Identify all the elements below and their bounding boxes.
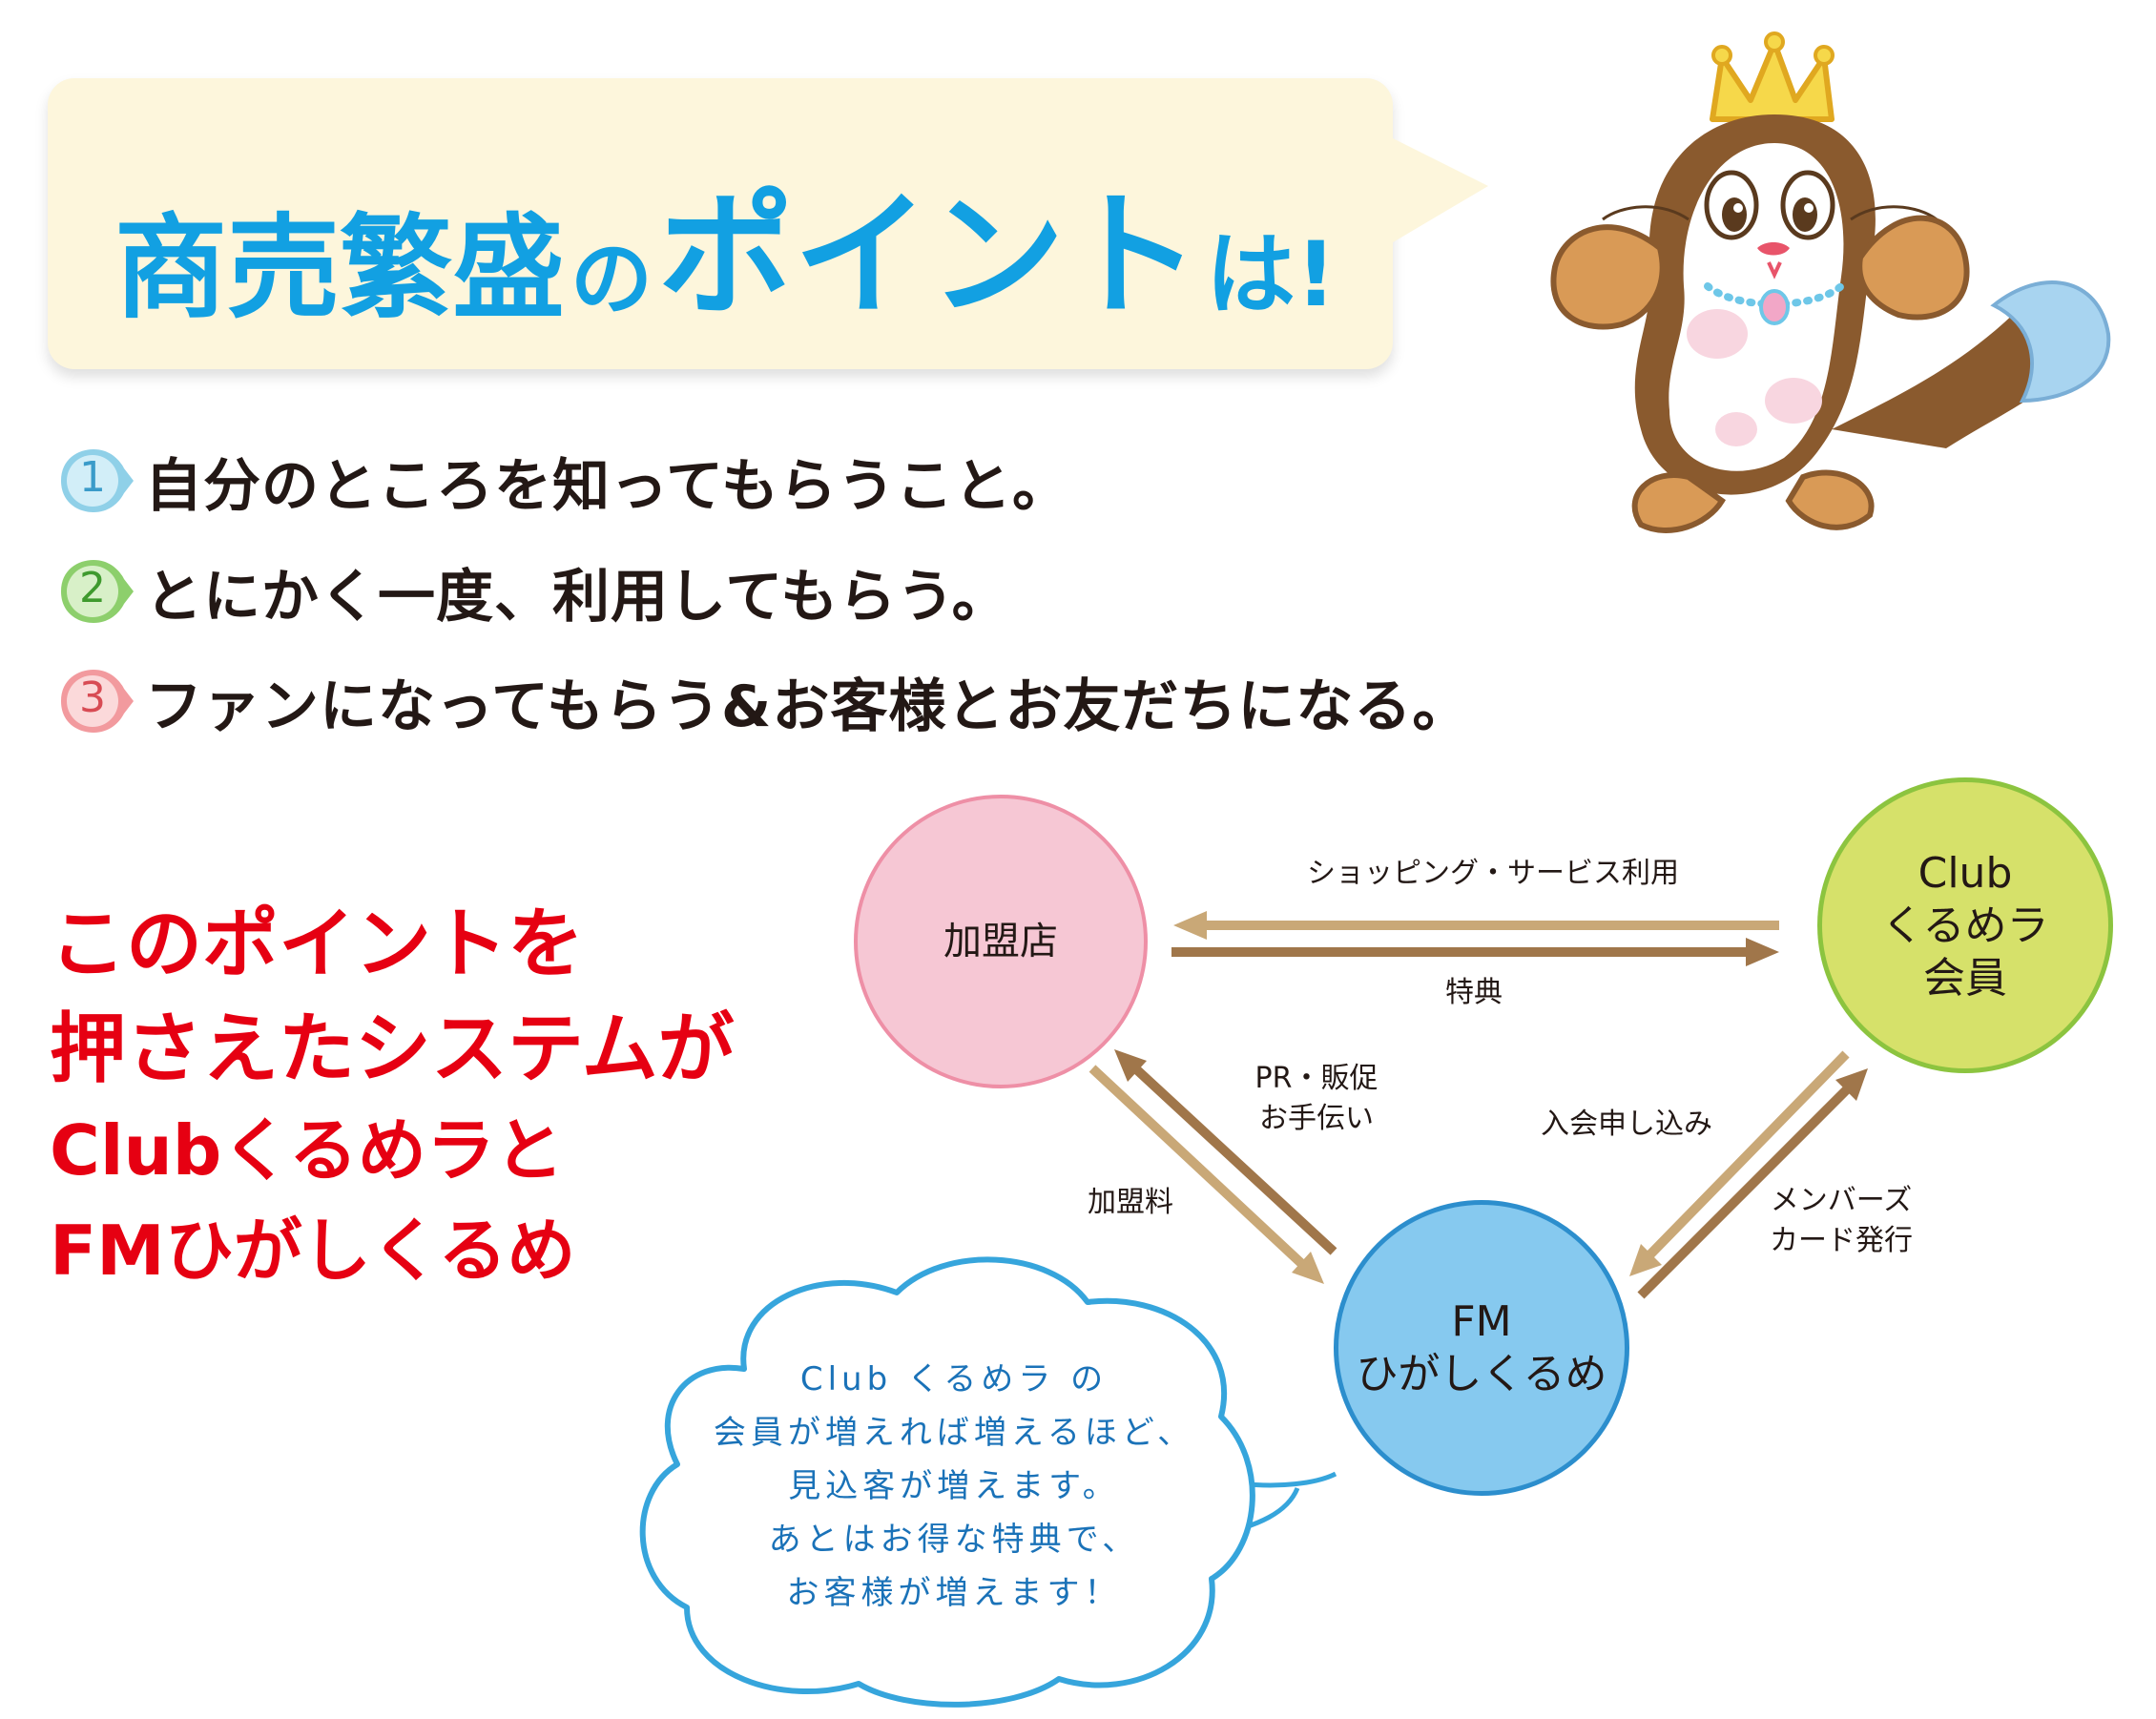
arrow-fee: [1088, 1065, 1324, 1284]
label-pr-line-1: PR・販促: [1254, 1062, 1379, 1095]
node-club-line-1: Club: [1918, 848, 2013, 898]
node-club-member: Club くるめラ 会員: [1817, 777, 2113, 1073]
label-pr: PR・販促 お手伝い: [1221, 1059, 1412, 1139]
bubble-text: Club くるめラ の 会員が増えれば増えるほど、 見込客が増えます。 あとはお…: [668, 1353, 1240, 1620]
label-card-line-2: カード発行: [1770, 1224, 1913, 1257]
node-fm-line-1: FM: [1451, 1297, 1512, 1346]
bubble-line-2: 会員が増えれば増えるほど、: [713, 1414, 1195, 1453]
bubble-line-4: あとはお得な特典で、: [768, 1521, 1140, 1560]
point-1: 1 自分のところを知ってもらうこと。: [57, 445, 1070, 520]
headline-part-3: ポイント: [658, 177, 1201, 335]
point-1-text: 自分のところを知ってもらうこと。: [145, 452, 1070, 520]
point-2-text: とにかく一度、利用してもらう。: [145, 563, 1010, 631]
arrow-pr: [1114, 1049, 1337, 1255]
cloud-speech-bubble: [639, 1256, 1255, 1708]
tagline-line-1: このポイントを: [50, 900, 584, 988]
label-apply: 入会申し込み: [1541, 1108, 1712, 1141]
point-3-text: ファンになってもらう&お客様とお友だちになる。: [145, 673, 1471, 740]
arrow-benefit: [1171, 938, 1779, 966]
number-3-icon: 3: [57, 668, 135, 735]
bubble-line-3: 見込客が増えます。: [788, 1467, 1120, 1506]
point-2-number: 2: [79, 564, 106, 612]
headline-speech-box: [48, 78, 1393, 369]
label-shopping: ショッピング・サービス利用: [1307, 857, 1679, 890]
label-fee: 加盟料: [1088, 1186, 1173, 1219]
node-member-store-label: 加盟店: [943, 920, 1058, 963]
mascot-illustration: [1550, 31, 2111, 533]
label-benefit: 特典: [1445, 976, 1503, 1009]
bubble-line-1: Club くるめラ の: [799, 1360, 1109, 1398]
node-fm: FM ひがしくるめ: [1334, 1200, 1629, 1496]
speech-box-tail: [1383, 134, 1488, 248]
node-club-line-2: くるめラ: [1881, 901, 2049, 950]
node-member-store: 加盟店: [854, 795, 1148, 1088]
bubble-line-5: お客様が増えます！: [786, 1574, 1122, 1613]
node-club-line-3: 会員: [1923, 953, 2007, 1003]
label-card: メンバーズ カード発行: [1746, 1181, 1937, 1261]
point-2: 2 とにかく一度、利用してもらう。: [57, 556, 1010, 631]
arrow-apply: [1637, 1068, 1868, 1299]
arrow-shopping: [1173, 911, 1779, 940]
point-1-number: 1: [79, 453, 106, 502]
tagline-line-4: FMひがしくるめ: [50, 1211, 576, 1291]
arrow-card: [1629, 1050, 1850, 1276]
label-pr-line-2: お手伝い: [1259, 1102, 1374, 1135]
number-1-icon: 1: [57, 447, 135, 514]
point-3: 3 ファンになってもらう&お客様とお友だちになる。: [57, 666, 1470, 740]
label-card-line-1: メンバーズ: [1770, 1184, 1913, 1217]
tagline-line-3: Clubくるめラと: [50, 1110, 564, 1191]
headline: 商売繁盛 の ポイント は!: [114, 143, 1355, 335]
headline-part-2: の: [570, 232, 653, 327]
headline-part-1: 商売繁盛: [114, 202, 566, 334]
tagline-line-2: 押さえたシステムが: [50, 1004, 735, 1093]
point-3-number: 3: [79, 673, 106, 722]
number-2-icon: 2: [57, 558, 135, 625]
node-fm-line-2: ひがしくるめ: [1356, 1350, 1607, 1398]
headline-part-4: は!: [1206, 223, 1337, 327]
